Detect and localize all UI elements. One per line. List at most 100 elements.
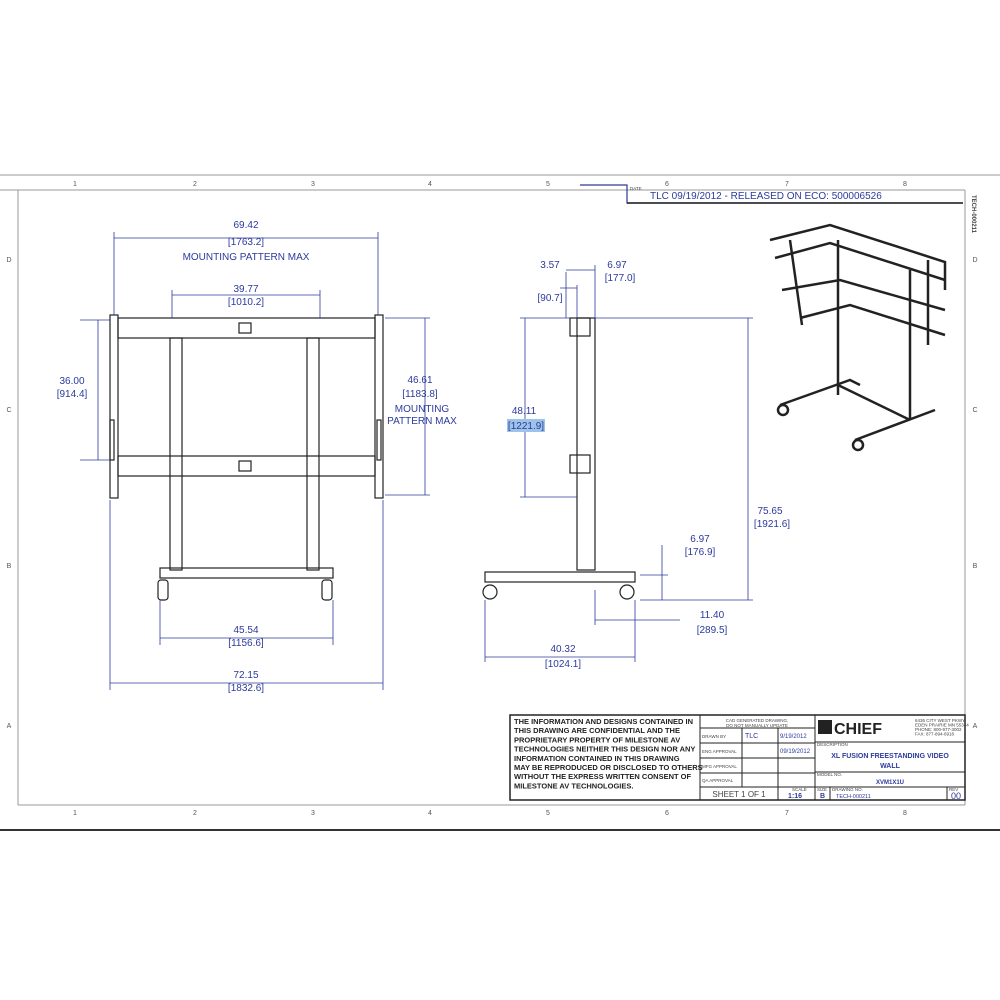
drawn-by-value: TLC	[745, 733, 758, 740]
grid-column-label-top: 2	[193, 181, 197, 188]
grid-row-label-left: C	[6, 407, 11, 414]
dim-inner-width: 39.77	[233, 284, 258, 295]
front-dimensions	[80, 232, 430, 690]
notice-line: WITHOUT THE EXPRESS WRITTEN CONSENT OF	[514, 772, 692, 781]
grid-column-label-top: 4	[428, 181, 432, 188]
description-label: DESCRIPTION	[817, 742, 848, 747]
side-dimensions	[484, 265, 753, 662]
grid-column-label-bottom: 3	[311, 810, 315, 817]
dim-width-top-note: MOUNTING PATTERN MAX	[183, 252, 310, 263]
dim-offset-a: 3.57	[540, 260, 560, 271]
dim-overall-height: 75.65	[757, 506, 782, 517]
drawn-by-label: DRAWN BY	[702, 734, 726, 739]
revision-header: DATE	[630, 186, 642, 191]
drawing-number: TECH-000211	[836, 794, 871, 800]
dim-right-note1: MOUNTING	[395, 404, 450, 415]
grid-column-label-top: 3	[311, 181, 315, 188]
qa-approval-label: QA APPROVAL	[702, 778, 734, 783]
selection-highlight	[507, 419, 545, 432]
grid-column-label-bottom: 5	[546, 810, 550, 817]
grid-column-label-bottom: 4	[428, 810, 432, 817]
dim-base-width: 45.54	[233, 625, 258, 636]
grid-row-label-right: A	[973, 723, 978, 730]
dim-offset-b-mm: [177.0]	[605, 273, 636, 284]
eng-approval-date: 09/19/2012	[780, 749, 811, 755]
chief-logo: CHIEF	[834, 721, 882, 738]
grid-row-label-right: C	[972, 407, 977, 414]
title-block	[509, 714, 966, 801]
cad-note-2: DO NOT MANUALLY UPDATE	[726, 723, 788, 728]
eng-approval-label: ENG APPROVAL	[702, 749, 737, 754]
side-view	[482, 317, 636, 600]
dim-overall-height-mm: [1921.6]	[754, 519, 790, 530]
address-line: EDEN PRAIRIE MN 55344	[915, 723, 969, 728]
grid-column-label-top: 7	[785, 181, 789, 188]
dim-inner-width-mm: [1010.2]	[228, 297, 264, 308]
grid-row-label-left: D	[6, 257, 11, 264]
dim-width-top: 69.42	[233, 220, 258, 231]
isometric-view	[769, 223, 947, 452]
grid-column-label-bottom: 8	[903, 810, 907, 817]
grid-row-label-left: B	[7, 563, 12, 570]
size-label: SIZE	[817, 787, 827, 792]
drawing-number-label: DRAWING NO.	[832, 787, 863, 792]
notice-line: INFORMATION CONTAINED IN THIS DRAWING	[514, 754, 680, 763]
grid-column-label-top: 6	[665, 181, 669, 188]
address-line: 6436 CITY WEST PKWY	[915, 718, 965, 723]
revision-block: DATE TLC 09/19/2012 - RELEASED ON ECO: 5…	[580, 184, 976, 234]
scale-value: 1:16	[788, 793, 802, 800]
notice-line: MAY BE REPRODUCED OR DISCLOSED TO OTHERS	[514, 763, 703, 772]
description-line-1: XL FUSION FREESTANDING VIDEO	[831, 753, 949, 760]
dim-overall-width: 72.15	[233, 670, 258, 681]
dim-right-height-mm: [1183.8]	[402, 389, 438, 400]
grid-row-label-right: B	[973, 563, 978, 570]
dim-width-top-mm: [1763.2]	[228, 237, 264, 248]
dim-base-width-mm: [1156.6]	[228, 638, 264, 649]
rev-label: REV	[949, 787, 958, 792]
dim-base-depth: 40.32	[550, 644, 575, 655]
cad-note-1: CAD GENERATED DRAWING,	[726, 718, 789, 723]
model-number: XVM1X1U	[876, 780, 904, 786]
drawn-date: 9/19/2012	[780, 734, 807, 740]
dim-caster-height: 6.97	[690, 534, 710, 545]
grid-column-label-top: 1	[73, 181, 77, 188]
address-line: PHONE: 800-977-3002	[915, 727, 962, 732]
mfg-approval-label: MFG APPROVAL	[702, 764, 737, 769]
description-line-2: WALL	[880, 763, 901, 770]
chief-logo-mark	[818, 720, 832, 734]
notice-line: TECHNOLOGIES NEITHER THIS DESIGN NOR ANY	[514, 745, 695, 754]
grid-column-label-bottom: 2	[193, 810, 197, 817]
grid-column-label-top: 8	[903, 181, 907, 188]
dim-pattern-height-mm: [1221.9]	[508, 421, 544, 432]
sheet-border	[0, 174, 1000, 831]
revision-text: TLC 09/19/2012 - RELEASED ON ECO: 500006…	[650, 191, 882, 202]
revision-side-code: TECH-000211	[970, 195, 976, 234]
scale-label: SCALE	[792, 787, 807, 792]
grid-row-label-left: A	[7, 723, 12, 730]
confidentiality-notice: THE INFORMATION AND DESIGNS CONTAINED IN…	[514, 717, 703, 790]
dim-right-note2: PATTERN MAX	[387, 416, 457, 427]
dim-pattern-height: 48.11	[512, 406, 537, 417]
grid-column-label-bottom: 7	[785, 810, 789, 817]
dim-right-height: 46.61	[407, 375, 432, 386]
dim-offset-b: 6.97	[607, 260, 627, 271]
notice-line: THE INFORMATION AND DESIGNS CONTAINED IN	[514, 717, 693, 726]
dim-rear-depth: 11.40	[700, 610, 725, 621]
dim-left-height-mm: [914.4]	[57, 389, 88, 400]
notice-line: THIS DRAWING ARE CONFIDENTIAL AND THE	[514, 726, 680, 735]
grid-column-label-top: 5	[546, 181, 550, 188]
notice-line: MILESTONE AV TECHNOLOGIES.	[514, 781, 633, 790]
grid-row-label-right: D	[972, 257, 977, 264]
front-view	[109, 314, 384, 601]
dim-left-height: 36.00	[59, 376, 84, 387]
sheet-number: SHEET 1 OF 1	[712, 790, 766, 799]
rev-value: 00	[951, 791, 961, 801]
dim-offset-a-mm: [90.7]	[537, 293, 562, 304]
dim-caster-height-mm: [176.9]	[685, 547, 716, 558]
address-line: FAX: 877-894-6918	[915, 732, 955, 737]
dim-base-depth-mm: [1024.1]	[545, 659, 581, 670]
model-label: MODEL NO.	[817, 772, 842, 777]
